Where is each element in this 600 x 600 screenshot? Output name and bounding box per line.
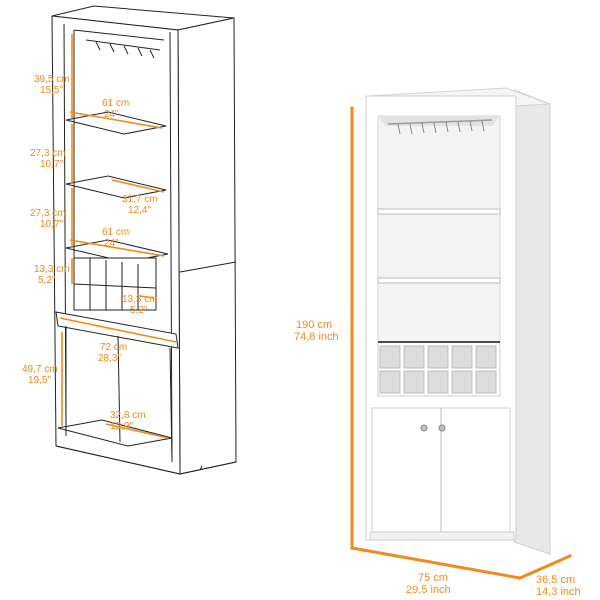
left-dimension-labels: 39,5 cm 15,5" 61 cm 24" 27,3 cm 10,7" 31… xyxy=(22,74,158,432)
dim-label-inch: 24" xyxy=(104,109,119,120)
dim-label-inch: 5,2" xyxy=(38,275,56,286)
shelf-1 xyxy=(377,208,501,215)
dim-label-cm: 49,7 cm xyxy=(22,364,58,375)
wine-cubbies xyxy=(377,341,501,397)
dim-label-inch: 12,4" xyxy=(128,205,151,216)
right-door xyxy=(440,407,511,533)
dim-label-cm: 72 cm xyxy=(100,342,127,353)
depth-dimension-line xyxy=(518,554,572,580)
dim-label-inch: 12,9" xyxy=(110,421,133,432)
dim-label-cm: 27,3 cm xyxy=(30,148,66,159)
dim-label-cm: 39,5 cm xyxy=(34,74,70,85)
width-dimension-line xyxy=(350,546,522,580)
right-dimension-labels: 190 cm 74,8 inch 75 cm 29,5 inch 36,5 cm… xyxy=(294,319,581,598)
height-cm-label: 190 cm xyxy=(296,319,332,331)
cabinet-base xyxy=(369,531,515,541)
dim-label-cm: 61 cm xyxy=(102,98,129,109)
dim-label-inch: 15,5" xyxy=(40,85,63,96)
height-inch-label: 74,8 inch xyxy=(294,331,339,343)
dim-label-inch: 19,5" xyxy=(28,375,51,386)
dim-label-cm: 13,3 cm xyxy=(34,264,70,275)
dim-label-inch: 5,2" xyxy=(130,305,148,316)
door-knob-left xyxy=(420,424,428,432)
dim-label-cm: 27,3 cm xyxy=(30,208,66,219)
left-cabinet-line-drawing xyxy=(51,5,237,475)
door-knob-right xyxy=(438,424,446,432)
left-door xyxy=(371,407,442,533)
dim-label-inch: 24" xyxy=(104,238,119,249)
glass-rack xyxy=(387,119,493,125)
dim-label-cm: 32,8 cm xyxy=(110,410,146,421)
dim-label-cm: 31,7 cm xyxy=(122,194,158,205)
upper-compartment xyxy=(377,115,501,343)
shelf-1 xyxy=(65,111,167,135)
glass-hangers xyxy=(95,41,155,59)
glass-rack xyxy=(85,39,161,51)
dim-label-cm: 13,3 cm xyxy=(122,294,158,305)
width-cm-label: 75 cm xyxy=(418,572,448,584)
shelf-2 xyxy=(65,175,167,199)
dim-label-cm: 61 cm xyxy=(102,227,129,238)
dim-label-inch: 10,7" xyxy=(40,219,63,230)
depth-inch-label: 14,3 inch xyxy=(536,586,581,598)
bottom-shelf xyxy=(57,419,173,447)
right-cabinet-render xyxy=(365,87,551,555)
dim-label-inch: 10,7" xyxy=(40,159,63,170)
width-inch-label: 29,5 inch xyxy=(406,584,451,596)
right-side-panel xyxy=(177,17,237,475)
dim-label-inch: 28,3" xyxy=(98,353,121,364)
glass-hangers xyxy=(397,120,485,135)
right-dimension-lines xyxy=(350,106,572,580)
depth-cm-label: 36,5 cm xyxy=(536,574,575,586)
left-dimension-lines xyxy=(59,34,177,439)
wine-cubbies xyxy=(73,257,157,311)
shelf-2 xyxy=(377,277,501,284)
cabinet-side-panel xyxy=(513,89,551,555)
shelf-3 xyxy=(65,239,169,263)
